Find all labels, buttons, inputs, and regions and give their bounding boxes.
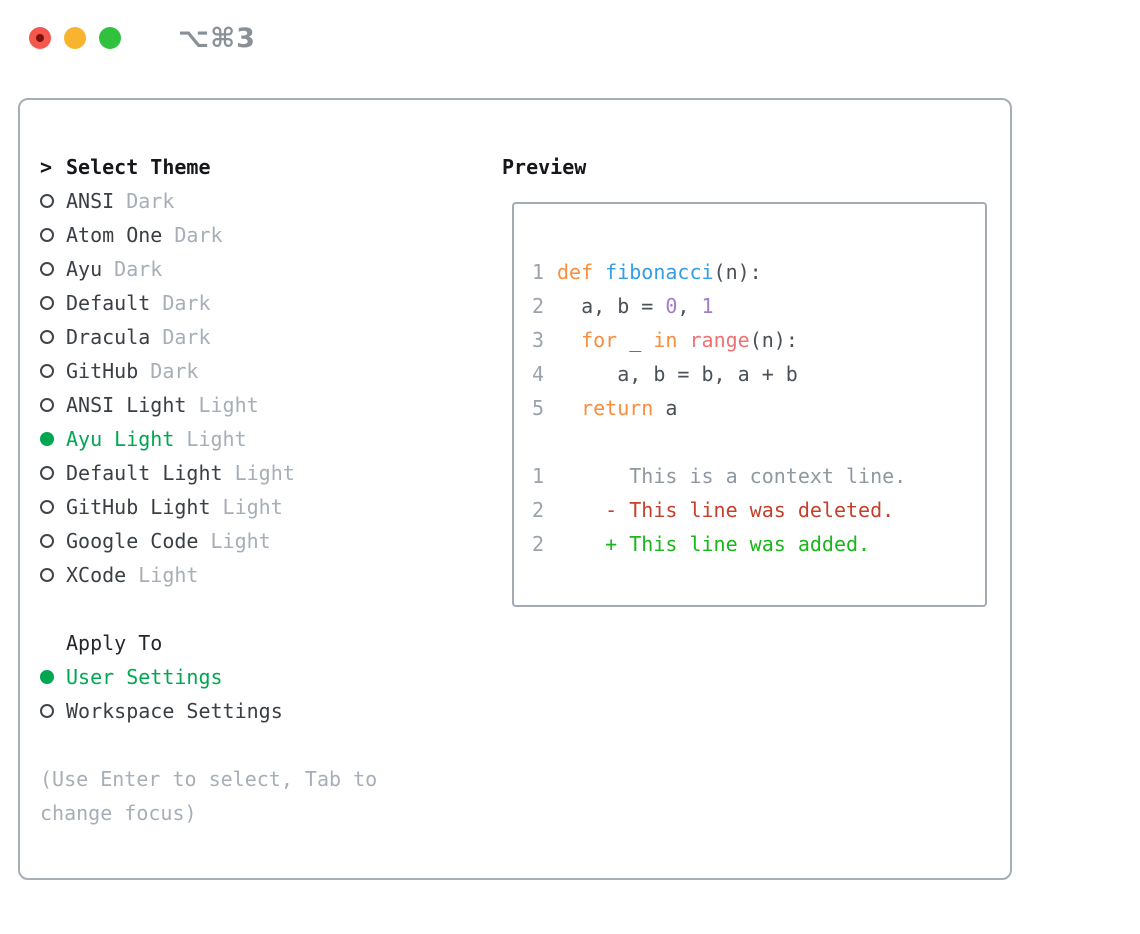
option-label: Workspace Settings [66,699,283,723]
option-label: ANSI Light [66,393,187,417]
option-label: GitHub [66,359,139,383]
radio-selected-icon[interactable] [40,432,54,446]
theme-option-xcode[interactable]: XCode Light [40,558,480,592]
line-number: 1 [532,260,545,284]
line-number: 3 [532,328,545,352]
code-line: 3 for _ in range(n): [532,323,985,357]
line-number: 2 [532,532,545,556]
option-variant-label: Light [198,529,271,553]
radio-icon[interactable] [40,534,54,548]
code-line: 5 return a [532,391,985,425]
apply-option-user-settings[interactable]: User Settings [40,660,480,694]
radio-icon[interactable] [40,704,54,718]
select-theme-title: Select Theme [66,155,211,179]
option-label: ANSI [66,189,115,213]
window-title: ⌥⌘3 [178,22,256,54]
line-number: 5 [532,396,545,420]
option-variant-label: Light [174,427,247,451]
theme-option-google-code[interactable]: Google Code Light [40,524,480,558]
keyboard-hint: (Use Enter to select, Tab to change focu… [40,767,378,825]
code-line: 1 This is a context line. [532,459,985,493]
theme-option-ayu-light[interactable]: Ayu Light Light [40,422,480,456]
theme-option-dracula[interactable]: Dracula Dark [40,320,480,354]
minimize-button[interactable] [64,27,86,49]
code-line: 4 a, b = b, a + b [532,357,985,391]
radio-icon[interactable] [40,466,54,480]
line-number: 1 [532,464,545,488]
prompt-icon: > [40,155,53,179]
option-variant-label: Dark [114,189,175,213]
option-label: GitHub Light [66,495,211,519]
code-line: 2 a, b = 0, 1 [532,289,985,323]
maximize-button[interactable] [99,27,121,49]
theme-option-github-light[interactable]: GitHub Light Light [40,490,480,524]
radio-selected-icon[interactable] [40,670,54,684]
preview-title: Preview [502,155,587,179]
option-label: Atom One [66,223,163,247]
option-variant-label: Dark [138,359,199,383]
option-label: Dracula [66,325,151,349]
theme-option-atom-one[interactable]: Atom One Dark [40,218,480,252]
titlebar: ⌥⌘3 [29,23,256,54]
option-label: Ayu Light [66,427,175,451]
code-line: 2 + This line was added. [532,527,985,561]
line-number: 2 [532,294,545,318]
theme-option-default[interactable]: Default Dark [40,286,480,320]
apply-option-workspace-settings[interactable]: Workspace Settings [40,694,480,728]
option-variant-label: Light [126,563,199,587]
apply-to-title: Apply To [66,631,163,655]
option-label: User Settings [66,665,223,689]
theme-option-ansi-light[interactable]: ANSI Light Light [40,388,480,422]
line-number: 2 [532,498,545,522]
theme-option-github[interactable]: GitHub Dark [40,354,480,388]
radio-icon[interactable] [40,262,54,276]
radio-icon[interactable] [40,398,54,412]
option-label: XCode [66,563,127,587]
close-dot-icon [36,34,44,42]
radio-icon[interactable] [40,228,54,242]
option-variant-label: Light [210,495,283,519]
option-label: Google Code [66,529,199,553]
option-variant-label: Dark [162,223,223,247]
radio-icon[interactable] [40,330,54,344]
close-button[interactable] [29,27,51,49]
option-variant-label: Light [186,393,259,417]
radio-icon[interactable] [40,568,54,582]
option-variant-label: Dark [150,325,211,349]
theme-option-default-light[interactable]: Default Light Light [40,456,480,490]
code-line: 2 - This line was deleted. [532,493,985,527]
theme-option-ansi[interactable]: ANSI Dark [40,184,480,218]
option-label: Ayu [66,257,103,281]
option-label: Default [66,291,151,315]
option-variant-label: Light [222,461,295,485]
radio-icon[interactable] [40,296,54,310]
option-variant-label: Dark [150,291,211,315]
radio-icon[interactable] [40,500,54,514]
option-label: Default Light [66,461,223,485]
code-line [532,425,985,459]
line-number: 4 [532,362,545,386]
theme-option-ayu[interactable]: Ayu Dark [40,252,480,286]
select-theme-header: > Select Theme [40,150,480,184]
option-variant-label: Dark [102,257,163,281]
radio-icon[interactable] [40,364,54,378]
radio-icon[interactable] [40,194,54,208]
